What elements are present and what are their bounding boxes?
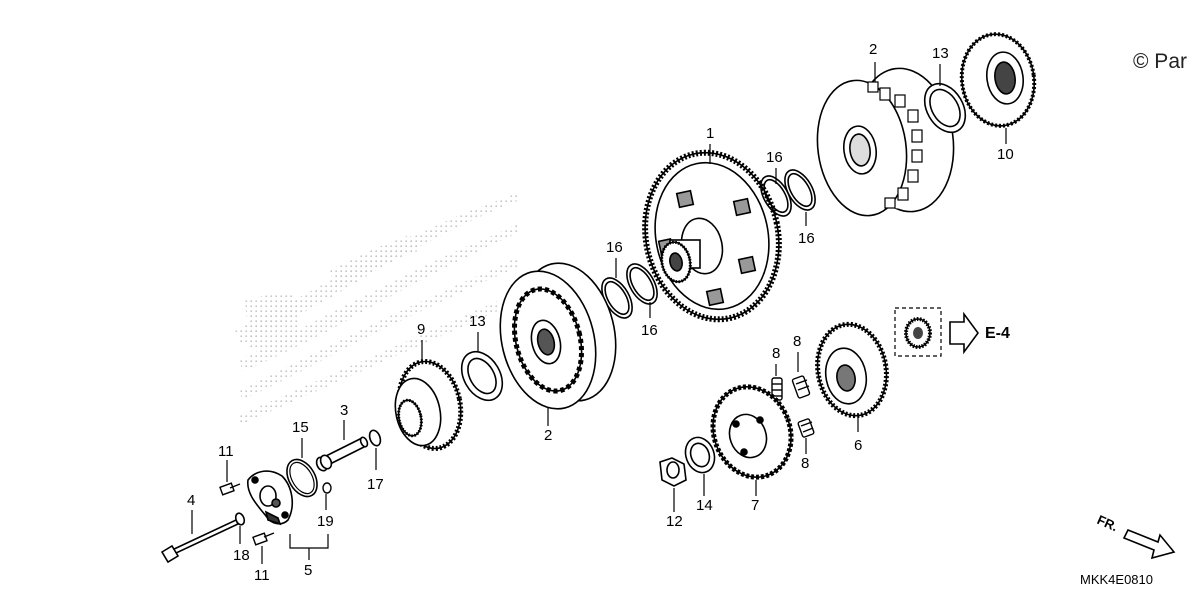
part-19-dowel-pin <box>322 482 332 494</box>
callout-11-lower: 11 <box>254 567 270 584</box>
callout-2-upper: 2 <box>869 41 878 58</box>
part-9-gear <box>394 359 464 451</box>
part-5-cover-plate <box>247 470 294 526</box>
part-2-upper-clutch-outer <box>816 67 955 217</box>
reference-arrow-icon <box>949 311 979 355</box>
part-8-spring-1 <box>771 377 783 401</box>
front-direction-arrow-icon <box>1122 528 1176 560</box>
part-8-spring-3 <box>797 418 815 438</box>
callout-16-lower-left: 16 <box>606 239 623 256</box>
part-11-bolt-lower <box>252 532 275 546</box>
callout-10: 10 <box>997 146 1014 163</box>
part-1-primary-driven-gear <box>642 149 782 323</box>
callout-16-upper-right: 16 <box>798 230 815 247</box>
callout-16-lower-right: 16 <box>641 322 658 339</box>
part-10-gear-hub <box>959 32 1037 128</box>
part-15-o-ring-inner <box>289 461 315 495</box>
part-16-snap-rings-upper <box>760 169 816 217</box>
part-2-lower-clutch-drum <box>499 262 617 410</box>
part-11-bolt-upper <box>219 482 241 496</box>
part-6-starter-driven-gear <box>815 321 889 419</box>
callout-13-lower: 13 <box>469 313 486 330</box>
callout-12: 12 <box>666 513 683 530</box>
part-8-spring-2 <box>791 375 811 399</box>
callout-18: 18 <box>233 547 250 564</box>
callout-3: 3 <box>340 402 349 419</box>
part-14-washer <box>684 436 716 474</box>
part-17-o-ring <box>368 429 382 447</box>
leader-lines <box>191 62 1007 564</box>
callout-17: 17 <box>367 476 384 493</box>
callout-9: 9 <box>417 321 426 338</box>
callout-7: 7 <box>751 497 760 514</box>
callout-8-lower: 8 <box>801 455 810 472</box>
part-4-long-bolt <box>160 518 240 564</box>
callout-15: 15 <box>292 419 309 436</box>
part-7-starter-clutch-gear <box>710 384 794 480</box>
needle-bearing-box <box>894 307 942 357</box>
callout-5: 5 <box>304 562 313 579</box>
callout-16-upper-left: 16 <box>766 149 783 166</box>
part-15-o-ring <box>286 458 318 498</box>
watermark-logo <box>235 192 520 425</box>
callout-8-right: 8 <box>793 333 802 350</box>
callout-8-left: 8 <box>772 345 781 362</box>
part-13-upper-thrust-washer <box>923 82 967 134</box>
callout-14: 14 <box>696 497 713 514</box>
callout-19: 19 <box>317 513 334 530</box>
part-13-lower-thrust-washer <box>460 350 504 402</box>
callout-6: 6 <box>854 437 863 454</box>
callout-2-lower: 2 <box>544 427 553 444</box>
part-16-snap-rings-lower <box>601 263 658 319</box>
part-18-washer <box>234 512 246 526</box>
copyright-notice: © Par <box>1133 50 1187 73</box>
diagram-code: MKK4E0810 <box>1080 572 1153 587</box>
callout-13-upper: 13 <box>932 45 949 62</box>
reference-e4-label: E-4 <box>985 325 1010 342</box>
callout-1: 1 <box>706 125 715 142</box>
part-12-nut <box>659 457 687 487</box>
callout-11-upper: 11 <box>218 443 234 460</box>
part-3-shaft <box>315 436 369 472</box>
callout-4: 4 <box>187 492 196 509</box>
